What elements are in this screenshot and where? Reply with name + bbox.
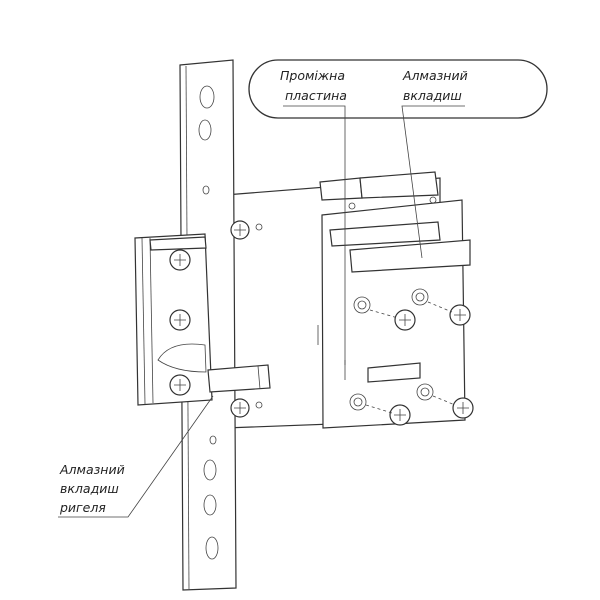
callout-bolt-insert-line3: ригеля xyxy=(59,500,106,515)
bolt xyxy=(207,364,271,393)
screw-icon xyxy=(169,249,191,271)
callout-diamond-insert-line1: Алмазний xyxy=(402,68,468,83)
callout-intermediate-plate-line1: Проміжна xyxy=(280,68,345,83)
callout-diamond-insert-line2: вкладиш xyxy=(403,88,462,103)
callout-bolt-insert-line1: Алмазний xyxy=(59,462,125,477)
screw-icon xyxy=(169,309,191,331)
screw-icon xyxy=(449,304,471,326)
screws xyxy=(169,220,474,426)
callout-bolt-insert-line2: вкладиш xyxy=(60,481,119,496)
intermediate-plate xyxy=(321,199,471,429)
screw-icon xyxy=(452,397,474,419)
screw-icon xyxy=(394,309,416,331)
screw-icon xyxy=(230,220,250,240)
screw-icon xyxy=(230,398,250,418)
leader-lines xyxy=(58,105,465,518)
screw-icon xyxy=(169,374,191,396)
callout-frame xyxy=(248,59,548,119)
screw-icon xyxy=(389,404,411,426)
callout-intermediate-plate-line2: пластина xyxy=(285,88,347,103)
